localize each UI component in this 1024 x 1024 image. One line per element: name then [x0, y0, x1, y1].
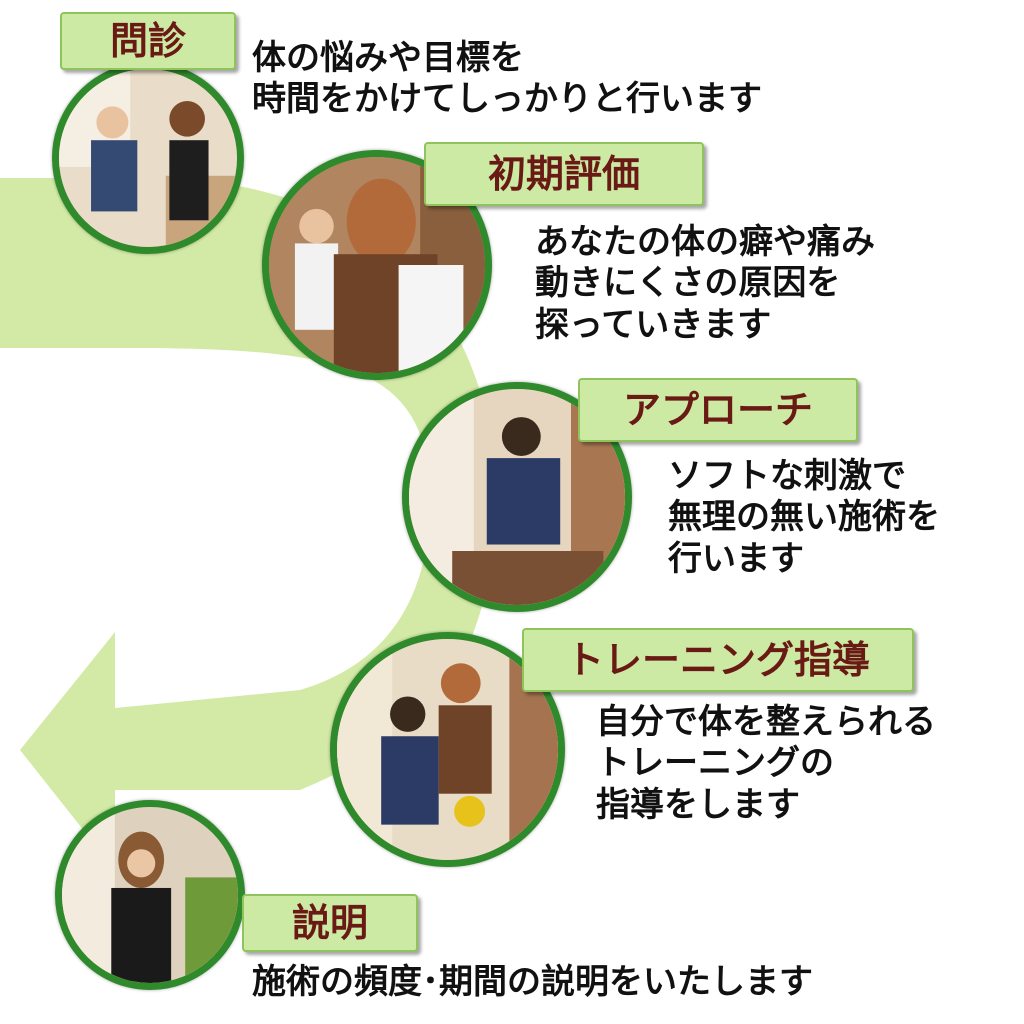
step4-line2: トレーニングの [596, 743, 834, 784]
step5-description: 施術の頻度･期間の説明をいたします [252, 962, 813, 1003]
step2-line1: あなたの体の癖や痛み [535, 222, 875, 262]
step3-line2: 無理の無い施術を [668, 497, 940, 538]
step5-title: 説明 [242, 894, 418, 952]
step2-line3: 探っていきます [535, 304, 772, 345]
step3-description: ソフトな刺激で 無理の無い施術を 行います [668, 456, 940, 580]
step3-title: アプローチ [578, 378, 858, 442]
step1-title: 問診 [60, 12, 236, 70]
step1-photo [52, 62, 244, 254]
step2-photo [262, 150, 492, 380]
step1-line1: 体の悩みや目標を [252, 38, 524, 78]
step3-line3: 行います [668, 538, 804, 579]
step2-description: あなたの体の癖や痛み 動きにくさの原因を 探っていきます [535, 222, 875, 346]
step2-title: 初期評価 [424, 142, 704, 206]
step4-description: 自分で体を整えられる トレーニングの 指導をします [596, 702, 936, 826]
step2-line2: 動きにくさの原因を [535, 263, 841, 304]
step3-line1: ソフトな刺激で [668, 456, 906, 496]
step4-line3: 指導をします [596, 784, 800, 825]
step5-line1: 施術の頻度･期間の説明をいたします [252, 962, 813, 1002]
step1-line2: 時間をかけてしっかりと行います [252, 79, 762, 120]
step4-line1: 自分で体を整えられる [596, 702, 936, 742]
step1-description: 体の悩みや目標を 時間をかけてしっかりと行います [252, 38, 762, 121]
step5-photo [55, 800, 245, 990]
step4-title: トレーニング指導 [522, 628, 914, 692]
